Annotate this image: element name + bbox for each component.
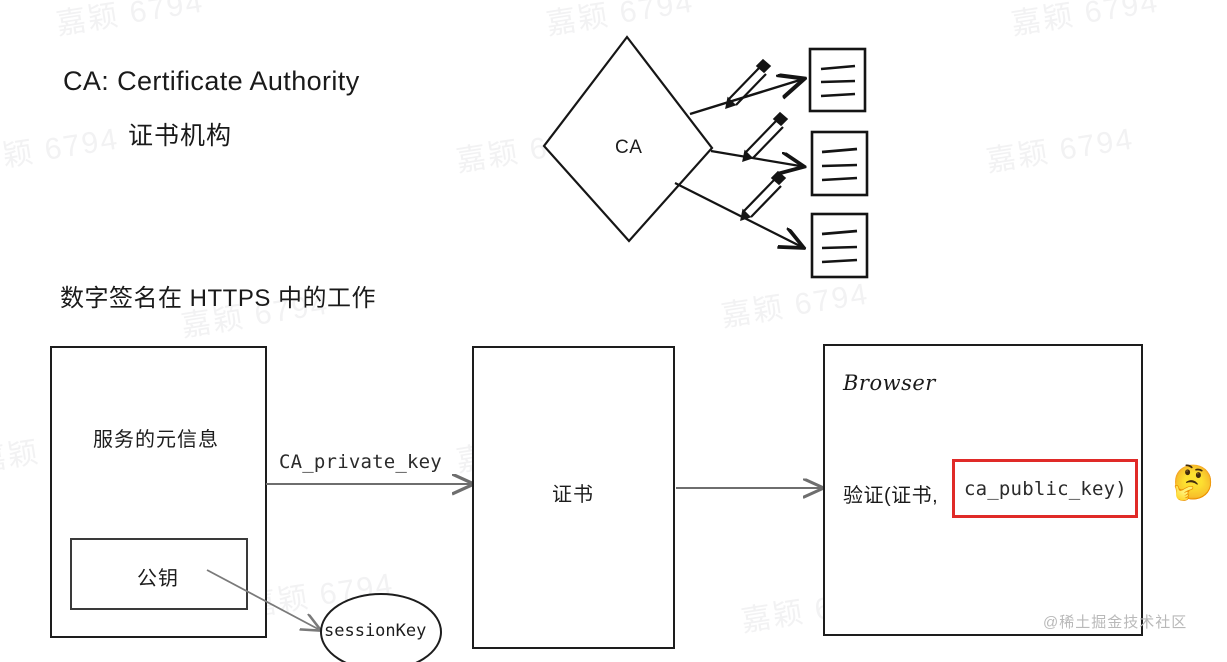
ca-diamond-shape: [542, 35, 714, 243]
document-icon-1: [808, 47, 867, 113]
server-meta-box-shape: [50, 346, 267, 638]
document-icon-2: [810, 130, 869, 197]
browser-title: Browser: [843, 371, 936, 395]
ca-node-label: CA: [615, 137, 643, 158]
certificate-label: 证书: [552, 484, 594, 506]
ca-arrow-3: [674, 182, 800, 246]
page-title-cn: 证书机构: [128, 122, 233, 150]
ca-public-key-highlight-box: [952, 459, 1138, 518]
session-key-label: sessionKey: [324, 621, 427, 641]
ca-arrow-2: [710, 149, 800, 166]
credit-watermark: @稀土掘金技术社区: [1043, 614, 1188, 631]
page-title-en: CA: Certificate Authority: [63, 66, 360, 96]
document-icon-3: [810, 212, 869, 279]
thinking-face-icon: 🤔: [1172, 464, 1215, 502]
section-title: 数字签名在 HTTPS 中的工作: [60, 285, 377, 312]
session-key-arrow: [206, 569, 318, 629]
ca-private-key-label: CA_private_key: [279, 451, 442, 473]
pencil-icon-1: [725, 58, 772, 110]
pencil-icon-2: [742, 111, 789, 163]
browser-box-shape: [823, 344, 1143, 636]
pencil-icon-3: [740, 170, 787, 222]
session-key-ellipse-shape: [320, 593, 442, 662]
public-key-label: 公钥: [137, 568, 179, 590]
ca-public-key-label: ca_public_key): [964, 478, 1127, 500]
server-meta-label: 服务的元信息: [93, 429, 219, 451]
verify-expression-prefix: 验证(证书,: [843, 485, 939, 507]
certificate-box-shape: [472, 346, 675, 649]
